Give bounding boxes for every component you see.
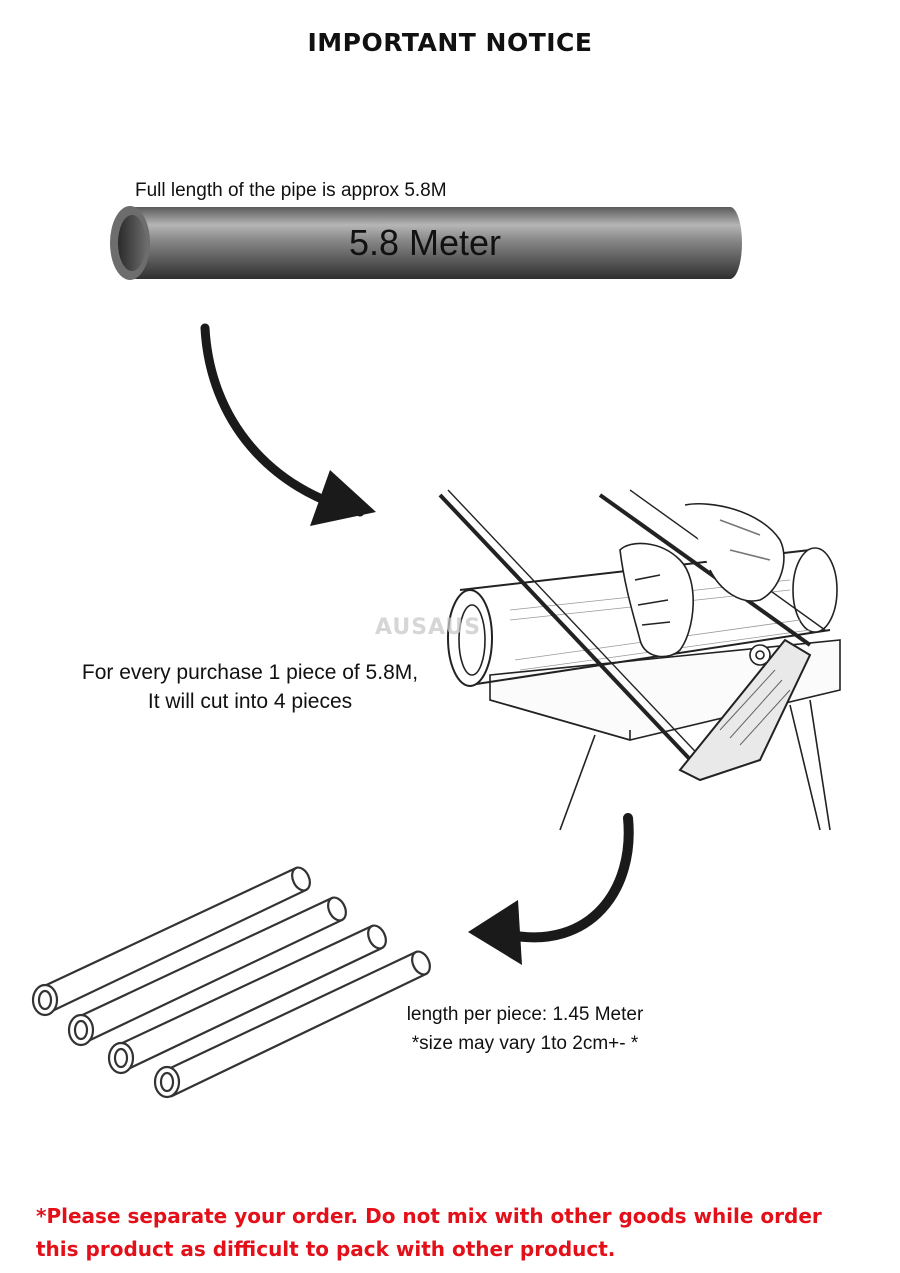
page-title: IMPORTANT NOTICE [307, 28, 593, 57]
cut-description: For every purchase 1 piece of 5.8M, It w… [40, 658, 460, 716]
watermark: AUSAUS [375, 615, 482, 640]
warning-line-1: *Please separate your order. Do not mix … [36, 1204, 822, 1228]
curved-arrow-icon [468, 813, 634, 965]
hacksaw-cutting-illustration [438, 489, 841, 831]
size-variance-note: *size may vary 1to 2cm+- * [411, 1033, 639, 1054]
warning-line-2: this product as difficult to pack with o… [36, 1237, 616, 1261]
piece-length-line: length per piece: 1.45 Meter [406, 1004, 644, 1025]
pipe-caption: Full length of the pipe is approx 5.8M [135, 180, 447, 201]
curved-arrow-icon [200, 323, 376, 526]
piece-length-description: length per piece: 1.45 Meter *size may v… [360, 1000, 690, 1058]
cut-pipes-illustration [31, 866, 431, 1099]
cut-line-1: For every purchase 1 piece of 5.8M, [81, 661, 419, 684]
pipe-image [110, 206, 742, 280]
pipe-length-label: 5.8 Meter [348, 222, 502, 263]
cut-line-2: It will cut into 4 pieces [147, 690, 353, 713]
order-warning: *Please separate your order. Do not mix … [36, 1200, 886, 1266]
